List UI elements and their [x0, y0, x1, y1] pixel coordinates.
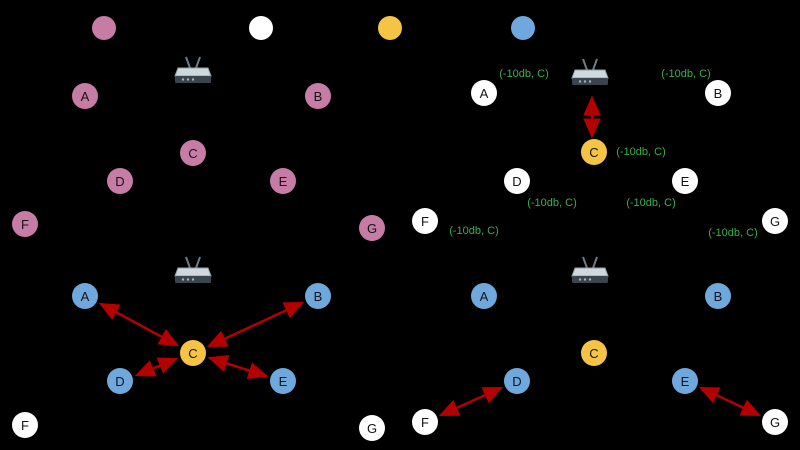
signal-label: (-10db, C): [616, 146, 666, 158]
node-top-right-F: F: [412, 208, 438, 234]
node-label: G: [769, 414, 781, 430]
node-top-right-A: A: [471, 80, 497, 106]
node-label: E: [278, 373, 288, 389]
node-label: F: [21, 417, 29, 433]
node-label: A: [80, 288, 90, 304]
node-label: B: [713, 288, 723, 304]
node-top-right-E: E: [672, 168, 698, 194]
signal-arrow: [134, 357, 179, 377]
router-bottom-right: [568, 255, 612, 287]
node-label: D: [115, 173, 125, 189]
node-top-right-C: C: [581, 139, 607, 165]
node-top-left-E: E: [270, 168, 296, 194]
node-label: F: [421, 213, 429, 229]
node-bottom-left-E: E: [270, 368, 296, 394]
legend-swatch-blue: [511, 16, 535, 40]
router-icon: [174, 256, 212, 283]
node-bottom-right-F: F: [412, 409, 438, 435]
node-label: D: [512, 373, 522, 389]
signal-label: (-10db, C): [527, 197, 577, 209]
signal-label: (-10db, C): [499, 68, 549, 80]
signal-arrow: [698, 386, 762, 417]
node-bottom-right-B: B: [705, 283, 731, 309]
node-bottom-left-F: F: [12, 412, 38, 438]
node-top-left-C: C: [180, 140, 206, 166]
node-bottom-right-G: G: [762, 409, 788, 435]
node-label: G: [366, 420, 378, 436]
node-bottom-left-C: C: [180, 340, 206, 366]
node-top-right-B: B: [705, 80, 731, 106]
router-bottom-left: [171, 255, 215, 287]
signal-arrow: [207, 355, 269, 379]
node-bottom-left-D: D: [107, 368, 133, 394]
node-top-right-G: G: [762, 208, 788, 234]
signal-label: (-10db, C): [626, 197, 676, 209]
node-top-left-G: G: [359, 215, 385, 241]
node-label: G: [769, 213, 781, 229]
node-bottom-right-A: A: [471, 283, 497, 309]
node-label: A: [479, 288, 489, 304]
node-label: B: [313, 88, 323, 104]
signal-label: (-10db, C): [661, 68, 711, 80]
signal-label: (-10db, C): [449, 225, 499, 237]
node-bottom-left-G: G: [359, 415, 385, 441]
node-label: C: [188, 145, 198, 161]
signal-arrow: [438, 386, 504, 417]
signal-label: (-10db, C): [708, 227, 758, 239]
legend-swatch-yellow: [378, 16, 402, 40]
signal-arrow: [98, 302, 180, 347]
node-label: C: [589, 345, 599, 361]
node-top-left-D: D: [107, 168, 133, 194]
node-bottom-right-D: D: [504, 368, 530, 394]
node-label: A: [80, 88, 90, 104]
router-icon: [571, 256, 609, 283]
node-top-right-D: D: [504, 168, 530, 194]
node-label: F: [421, 414, 429, 430]
node-label: F: [21, 216, 29, 232]
router-top-right: [568, 57, 612, 89]
node-label: C: [589, 144, 599, 160]
node-top-left-B: B: [305, 83, 331, 109]
legend-swatch-white: [249, 16, 273, 40]
node-label: E: [278, 173, 288, 189]
router-top-left: [171, 55, 215, 87]
node-label: B: [713, 85, 723, 101]
node-label: D: [115, 373, 125, 389]
node-label: G: [366, 220, 378, 236]
node-label: C: [188, 345, 198, 361]
node-top-left-F: F: [12, 211, 38, 237]
legend-swatch-pink: [92, 16, 116, 40]
node-bottom-right-E: E: [672, 368, 698, 394]
router-icon: [571, 58, 609, 85]
router-icon: [174, 56, 212, 83]
node-label: B: [313, 288, 323, 304]
node-label: E: [680, 373, 690, 389]
signal-arrow: [206, 301, 305, 348]
node-top-left-A: A: [72, 83, 98, 109]
node-bottom-left-A: A: [72, 283, 98, 309]
node-bottom-right-C: C: [581, 340, 607, 366]
node-bottom-left-B: B: [305, 283, 331, 309]
node-label: A: [479, 85, 489, 101]
node-label: D: [512, 173, 522, 189]
node-label: E: [680, 173, 690, 189]
